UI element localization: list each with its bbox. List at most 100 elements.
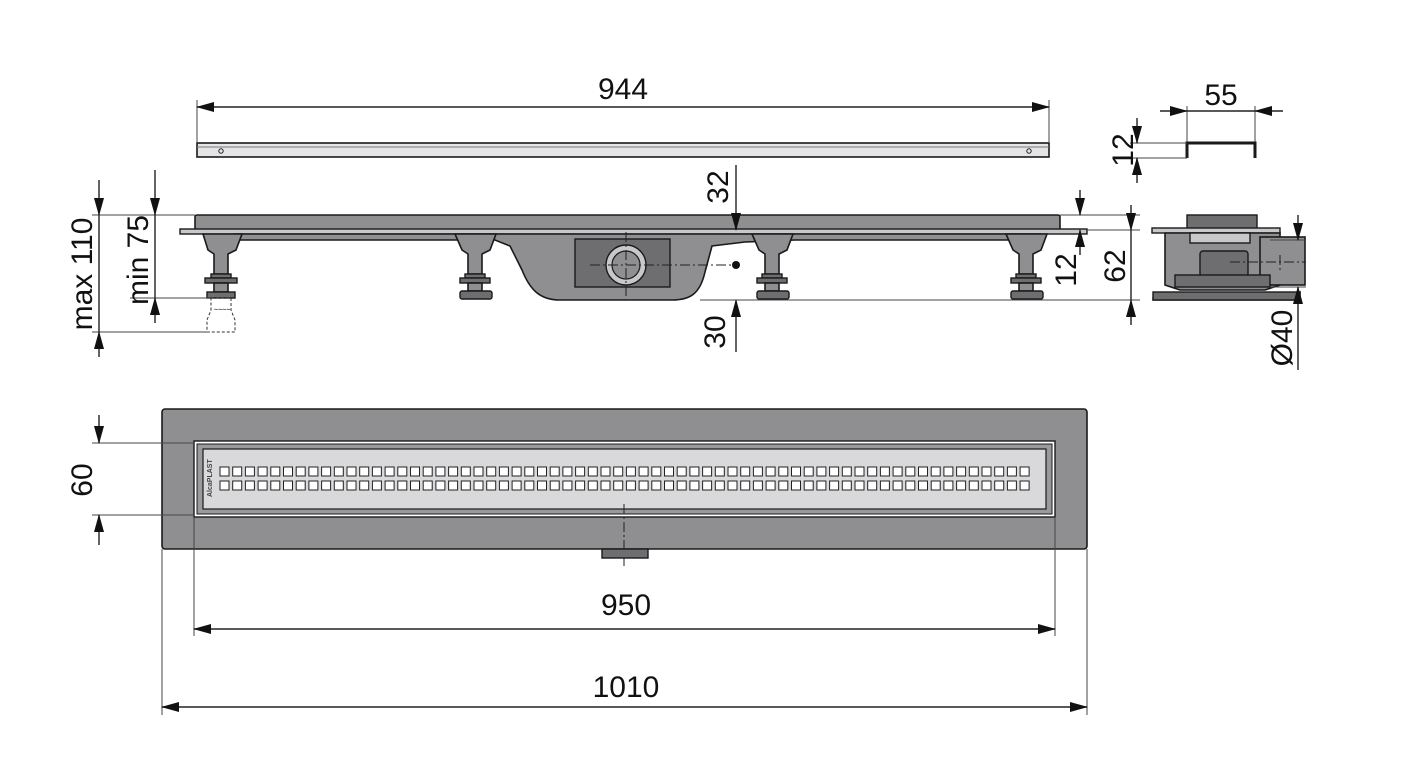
svg-text:~~~~: ~~~~ [214, 307, 230, 314]
grate-slot [841, 466, 852, 477]
grate-slot [867, 466, 878, 477]
grate-slot [219, 480, 230, 491]
grate-slot [321, 466, 332, 477]
grate-slot [803, 480, 814, 491]
grate-slot [448, 480, 459, 491]
grate-slot [829, 466, 840, 477]
outlet-plan [601, 548, 649, 559]
grate-slot [625, 480, 636, 491]
grate-slot [333, 480, 344, 491]
dim-944: 944 [598, 73, 648, 106]
grate-slot [473, 480, 484, 491]
grate-slot [727, 480, 738, 491]
grate-slot [943, 480, 954, 491]
grate-slot [498, 480, 509, 491]
dim-12-profile: 12 [1107, 133, 1140, 166]
grate-slot [956, 466, 967, 477]
grate-slot [981, 466, 992, 477]
grate-slot [524, 466, 535, 477]
grate-slot [740, 466, 751, 477]
grate-slot [1006, 480, 1017, 491]
grate-slot [841, 480, 852, 491]
grate-slot [791, 480, 801, 491]
grate-slot [752, 480, 763, 491]
dim-950: 950 [601, 589, 651, 622]
dim-60: 60 [66, 463, 99, 496]
grate-slot [460, 480, 471, 491]
grate-slot [968, 480, 979, 491]
dim-max-110: max 110 [66, 218, 99, 331]
grate-slot [1019, 466, 1030, 477]
grate-plan [202, 448, 1047, 510]
grate-slot [244, 480, 255, 491]
grate-slot [232, 466, 243, 477]
grate-slot [257, 480, 268, 491]
grate-slot [752, 466, 763, 477]
grate-slot [308, 466, 319, 477]
grate-slot [854, 466, 865, 477]
dim-32: 32 [702, 170, 735, 203]
grate-slot [930, 466, 941, 477]
grate-slot [714, 480, 725, 491]
grate-slot [956, 480, 967, 491]
grate-slot [549, 466, 560, 477]
grate-slot [524, 480, 535, 491]
grate-slot [435, 480, 446, 491]
grate-slot [702, 480, 713, 491]
grate-slot [537, 480, 547, 491]
grate-slot [562, 466, 573, 477]
grate-slot [549, 480, 560, 491]
grate-slot [676, 480, 687, 491]
grate-slot [283, 466, 293, 477]
grate-slot [676, 466, 687, 477]
profile-section-view: 55 12 [1107, 79, 1283, 183]
grate-slot [295, 466, 306, 477]
grate-slot [816, 466, 827, 477]
grate-slot [486, 466, 497, 477]
grate-slot [575, 466, 586, 477]
grate-slot [930, 480, 941, 491]
grate-slot [295, 480, 306, 491]
grate-slot [460, 466, 471, 477]
grate-strip-view: 944 [196, 73, 1050, 158]
grate-slot [422, 480, 433, 491]
grate-slot [918, 466, 928, 477]
grate-slot [410, 480, 420, 491]
grate-slot [359, 480, 370, 491]
grate-slot [473, 466, 484, 477]
dim-30: 30 [699, 315, 732, 348]
grate-slot [283, 480, 293, 491]
plan-view: AlcaPLAST 60 950 1010 [66, 408, 1088, 715]
grate-slot [537, 466, 547, 477]
grate-slot [270, 480, 281, 491]
grate-slot [689, 466, 700, 477]
grate-slot [905, 480, 916, 491]
grate-slot [613, 466, 624, 477]
grate-slot [435, 466, 446, 477]
dim-diameter-40: Ø40 [1266, 310, 1299, 367]
grate-slot [422, 466, 433, 477]
grate-slot [511, 466, 522, 477]
leg-1: ~~~~ [201, 233, 244, 333]
grate-slot [816, 480, 827, 491]
grate-strip [196, 142, 1050, 158]
grate-slot [943, 466, 954, 477]
grate-slot [778, 466, 789, 477]
grate-slot [625, 466, 636, 477]
grate-slot [270, 466, 281, 477]
grate-slot [232, 480, 243, 491]
grate-slot [854, 480, 865, 491]
end-view: Ø40 [1151, 214, 1306, 370]
grate-slot [765, 480, 776, 491]
grate-slot [803, 466, 814, 477]
grate-slot [600, 480, 611, 491]
grate-slot [651, 480, 662, 491]
grate-slot [994, 480, 1005, 491]
dim-62: 62 [1099, 249, 1132, 282]
grate-slot [562, 480, 573, 491]
grate-slot [867, 480, 878, 491]
grate-slot [740, 480, 751, 491]
leg-3 [750, 233, 795, 300]
grate-slot [791, 466, 801, 477]
grate-slot [308, 480, 319, 491]
